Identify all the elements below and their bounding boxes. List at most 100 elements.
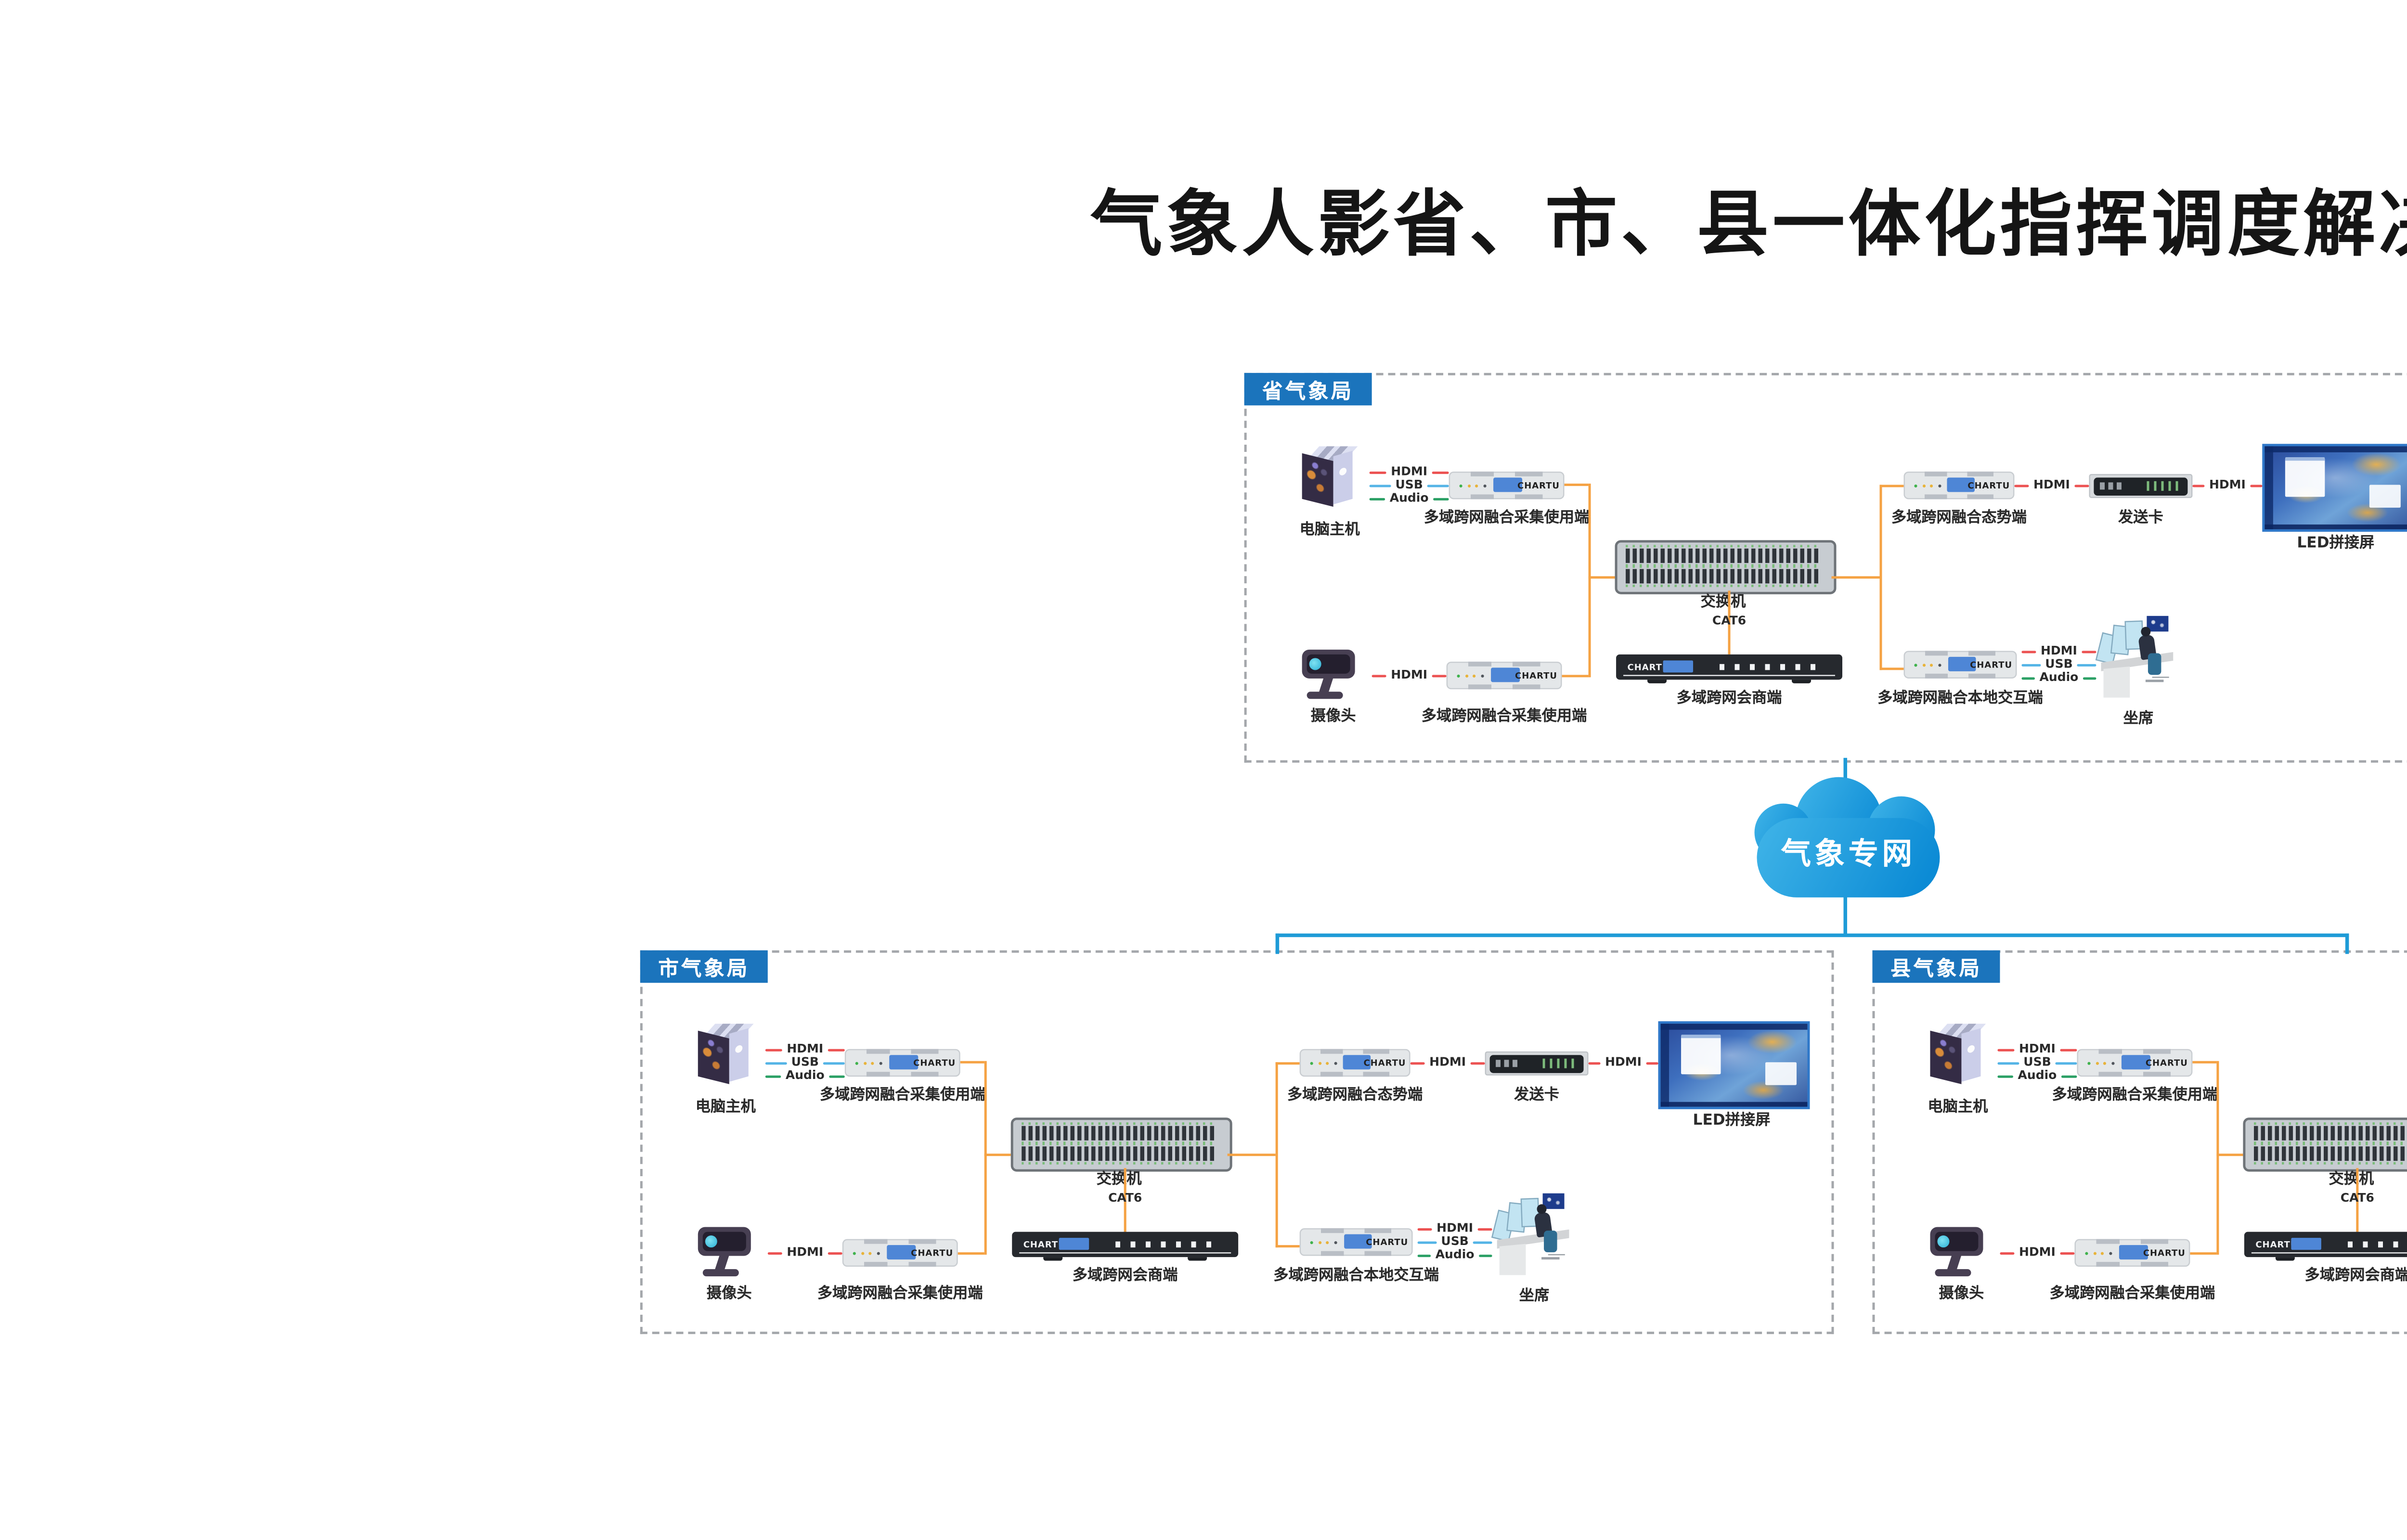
- hdmi-line: [1410, 1061, 1425, 1065]
- cat6-wire-segment: [960, 1061, 984, 1064]
- brand-label: CHARTU: [2255, 1239, 2298, 1250]
- camera-base: [1307, 692, 1343, 699]
- led-toolbar: [1660, 1024, 1808, 1030]
- camera-body: [1302, 649, 1355, 679]
- status-leds-icon: [1456, 673, 1485, 679]
- led-sidebar: [2265, 446, 2274, 529]
- hdmi-line: [2192, 484, 2204, 487]
- status-leds-icon: [1913, 663, 1942, 668]
- usb-line: [1417, 1241, 1436, 1244]
- local-interact-label: 多域跨网融合本地交互端: [1877, 688, 2043, 706]
- hdmi-line: [1417, 1227, 1432, 1231]
- collector-device-bottom: CHARTU: [2074, 1239, 2190, 1267]
- bureau-city: 市气象局 电脑主机 HDMI USB Audio CHARTU 多域跨网融合采集…: [640, 950, 1834, 1335]
- brand-label: CHARTU: [911, 1247, 954, 1258]
- brand-label: CHARTU: [1363, 1057, 1406, 1068]
- cat6-wire-segment: [1275, 1062, 1300, 1065]
- cat6-wire-segment: [2216, 1154, 2243, 1156]
- camera-icon: [698, 1222, 761, 1278]
- seat-wall-screen: [2147, 616, 2169, 632]
- collector-device-bottom: CHARTU: [1446, 661, 1562, 690]
- audio-cable-label: Audio: [785, 1069, 825, 1083]
- usb-line: [1997, 1062, 2019, 1065]
- led-panel: [1765, 1062, 1798, 1085]
- seat-wall-screen: [1542, 1193, 1565, 1209]
- led-statusbar: [2265, 524, 2407, 529]
- hdmi-line: [2250, 484, 2263, 487]
- pc-tower-icon: [1302, 445, 1358, 513]
- cat6-wire-segment: [2190, 1252, 2217, 1255]
- device-foot: [2276, 1256, 2295, 1261]
- audio-line: [2021, 677, 2035, 680]
- hdmi-line: [767, 1251, 782, 1255]
- operator-seat-icon: [1491, 1193, 1574, 1290]
- situation-label: 多域跨网融合态势端: [1891, 507, 2027, 526]
- device-screen: [1947, 477, 1975, 493]
- audio-line: [829, 1075, 845, 1078]
- bureau-county: 县气象局 电脑主机 HDMI USB Audio CHARTU 多域跨网融合采集…: [1872, 950, 2407, 1335]
- usb-cable: USB: [1417, 1235, 1492, 1249]
- network-trunk-line: [1275, 933, 1279, 954]
- audio-cable-label: Audio: [1435, 1248, 1475, 1262]
- conference-label: 多域跨网会商端: [1072, 1265, 1178, 1284]
- network-switch-icon: [1010, 1117, 1232, 1172]
- sender-card-face: [2094, 477, 2188, 495]
- hdmi-cable-label: HDMI: [2033, 478, 2070, 492]
- hdmi-line: [1478, 1227, 1492, 1231]
- situation-device: CHARTU: [1903, 471, 2015, 500]
- camera-label: 摄像头: [706, 1283, 752, 1302]
- device-screen: [887, 1245, 917, 1260]
- cat6-wire-segment: [1564, 483, 1589, 487]
- conference-device: CHARTU: [2244, 1232, 2407, 1261]
- cat6-wire-segment: [2192, 1061, 2217, 1064]
- camera-label: 摄像头: [1310, 706, 1356, 724]
- sender-card-icon: [1485, 1051, 1589, 1076]
- pc-cable-group: HDMI USB Audio: [1369, 465, 1449, 506]
- bureau-label: 县气象局: [1872, 950, 2000, 983]
- device-screen: [2291, 1238, 2321, 1250]
- pc-front-face: [1302, 453, 1333, 507]
- conference-label: 多域跨网会商端: [2304, 1265, 2407, 1284]
- device-screen: [1344, 1234, 1372, 1249]
- hdmi-line: [2000, 1251, 2015, 1255]
- hdmi-cable-label: HDMI: [1436, 1221, 1474, 1235]
- usb-cable-label: USB: [2045, 657, 2073, 671]
- audio-cable: Audio: [765, 1070, 845, 1083]
- usb-cable-label: USB: [1441, 1235, 1469, 1249]
- brand-label: CHARTU: [1366, 1236, 1409, 1247]
- collector-bottom-label: 多域跨网融合采集使用端: [1421, 706, 1587, 724]
- device-screen: [1948, 656, 1976, 672]
- pc-tower-icon: [698, 1023, 754, 1090]
- camera-body: [1930, 1227, 1983, 1256]
- usb-line: [2056, 1062, 2077, 1065]
- pc-label: 电脑主机: [695, 1097, 756, 1116]
- weather-network-cloud-icon: 气象专网: [1754, 777, 1942, 898]
- hdmi-cable-label: HDMI: [2209, 478, 2246, 492]
- switch-port-row: [1626, 545, 1819, 567]
- led-panel: [1681, 1034, 1721, 1075]
- hdmi-cable-label: HDMI: [1605, 1055, 1642, 1069]
- brand-label: CHARTU: [1970, 658, 2013, 670]
- device-trim: [1019, 1251, 1232, 1254]
- collector-top-label: 多域跨网融合采集使用端: [2052, 1085, 2218, 1104]
- hdmi-line: [1646, 1061, 1658, 1065]
- brand-label: CHARTU: [1515, 669, 1558, 680]
- status-leds-icon: [2086, 1061, 2116, 1066]
- audio-line: [765, 1075, 781, 1078]
- hdmi-line: [828, 1048, 845, 1051]
- situation-label: 多域跨网融合态势端: [1287, 1085, 1423, 1104]
- network-trunk-line: [1275, 933, 2349, 937]
- camera-body: [698, 1227, 751, 1256]
- bureau-label: 省气象局: [1244, 372, 1372, 406]
- collector-device-bottom: CHARTU: [842, 1239, 958, 1267]
- network-trunk-line: [1843, 892, 1847, 936]
- hdmi-line: [1432, 471, 1449, 474]
- usb-line: [2021, 664, 2041, 667]
- cat6-label: CAT6: [2340, 1192, 2374, 1206]
- hdmi-line: [828, 1251, 842, 1255]
- hdmi-cable: HDMI: [765, 1043, 845, 1056]
- hdmi-line: [2014, 484, 2029, 487]
- device-foot: [1043, 1256, 1063, 1261]
- conference-device: CHARTU: [1012, 1232, 1239, 1261]
- collector-device-top: CHARTU: [844, 1049, 960, 1077]
